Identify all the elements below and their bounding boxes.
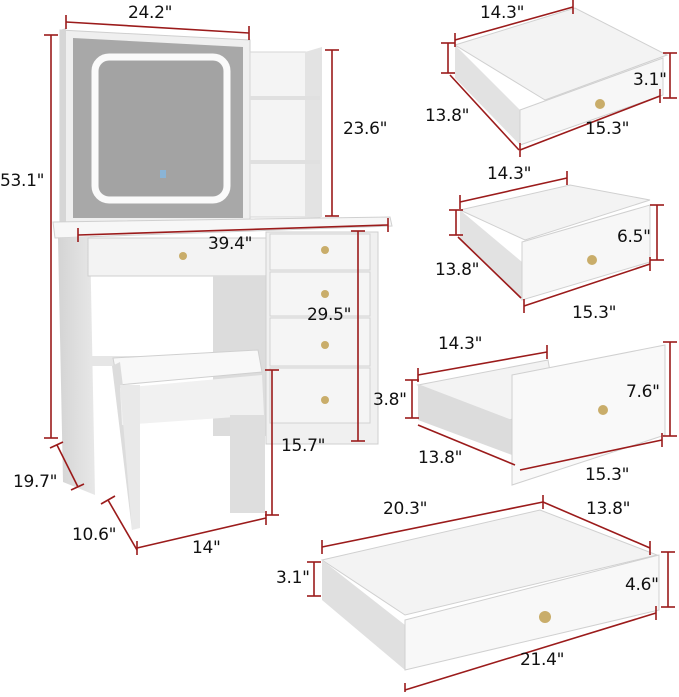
label-drawer3-side-height: 3.8" <box>373 390 407 410</box>
label-mirror-width: 24.2" <box>128 3 173 23</box>
label-drawer1-front-height: 3.1" <box>633 70 667 90</box>
label-shelf-height: 23.6" <box>343 119 388 139</box>
touch-switch-icon <box>160 170 166 178</box>
label-desk-width: 39.4" <box>208 234 253 254</box>
label-stool-depth: 10.6" <box>72 525 117 545</box>
vanity-desk <box>52 28 393 495</box>
label-drawer4-front-height: 4.6" <box>625 575 659 595</box>
label-drawer1-front-width: 15.3" <box>585 119 630 139</box>
label-drawer4-depth: 13.8" <box>586 499 631 519</box>
top-drawer <box>87 237 267 277</box>
label-stool-width: 14" <box>192 538 221 558</box>
mirror-led-frame <box>91 53 231 204</box>
label-drawer3-front-height: 7.6" <box>626 382 660 402</box>
label-overall-height: 53.1" <box>0 171 45 191</box>
label-drawer2-back-width: 14.3" <box>487 164 532 184</box>
label-drawer4-side-height: 3.1" <box>276 568 310 588</box>
label-drawer3-depth: 13.8" <box>418 448 463 468</box>
drawer-knob <box>179 252 187 260</box>
label-drawer3-front-width: 15.3" <box>585 465 630 485</box>
label-drawer3-back-width: 14.3" <box>438 334 483 354</box>
label-drawer4-back-width: 20.3" <box>383 499 428 519</box>
drawer-illustrations <box>320 7 669 671</box>
drawer-knob <box>595 99 605 109</box>
label-drawer2-depth: 13.8" <box>435 260 480 280</box>
label-desk-height: 29.5" <box>307 305 352 325</box>
label-drawer2-front-width: 15.3" <box>572 303 617 323</box>
label-drawer1-depth: 13.8" <box>425 106 470 126</box>
dimension-lines <box>44 0 677 692</box>
stool <box>112 349 265 530</box>
label-drawer2-front-height: 6.5" <box>617 227 651 247</box>
label-desk-depth: 19.7" <box>13 472 58 492</box>
label-drawer4-front-width: 21.4" <box>520 650 565 670</box>
label-cabinet-clearance: 15.7" <box>281 436 326 456</box>
label-drawer1-back-width: 14.3" <box>480 3 525 23</box>
